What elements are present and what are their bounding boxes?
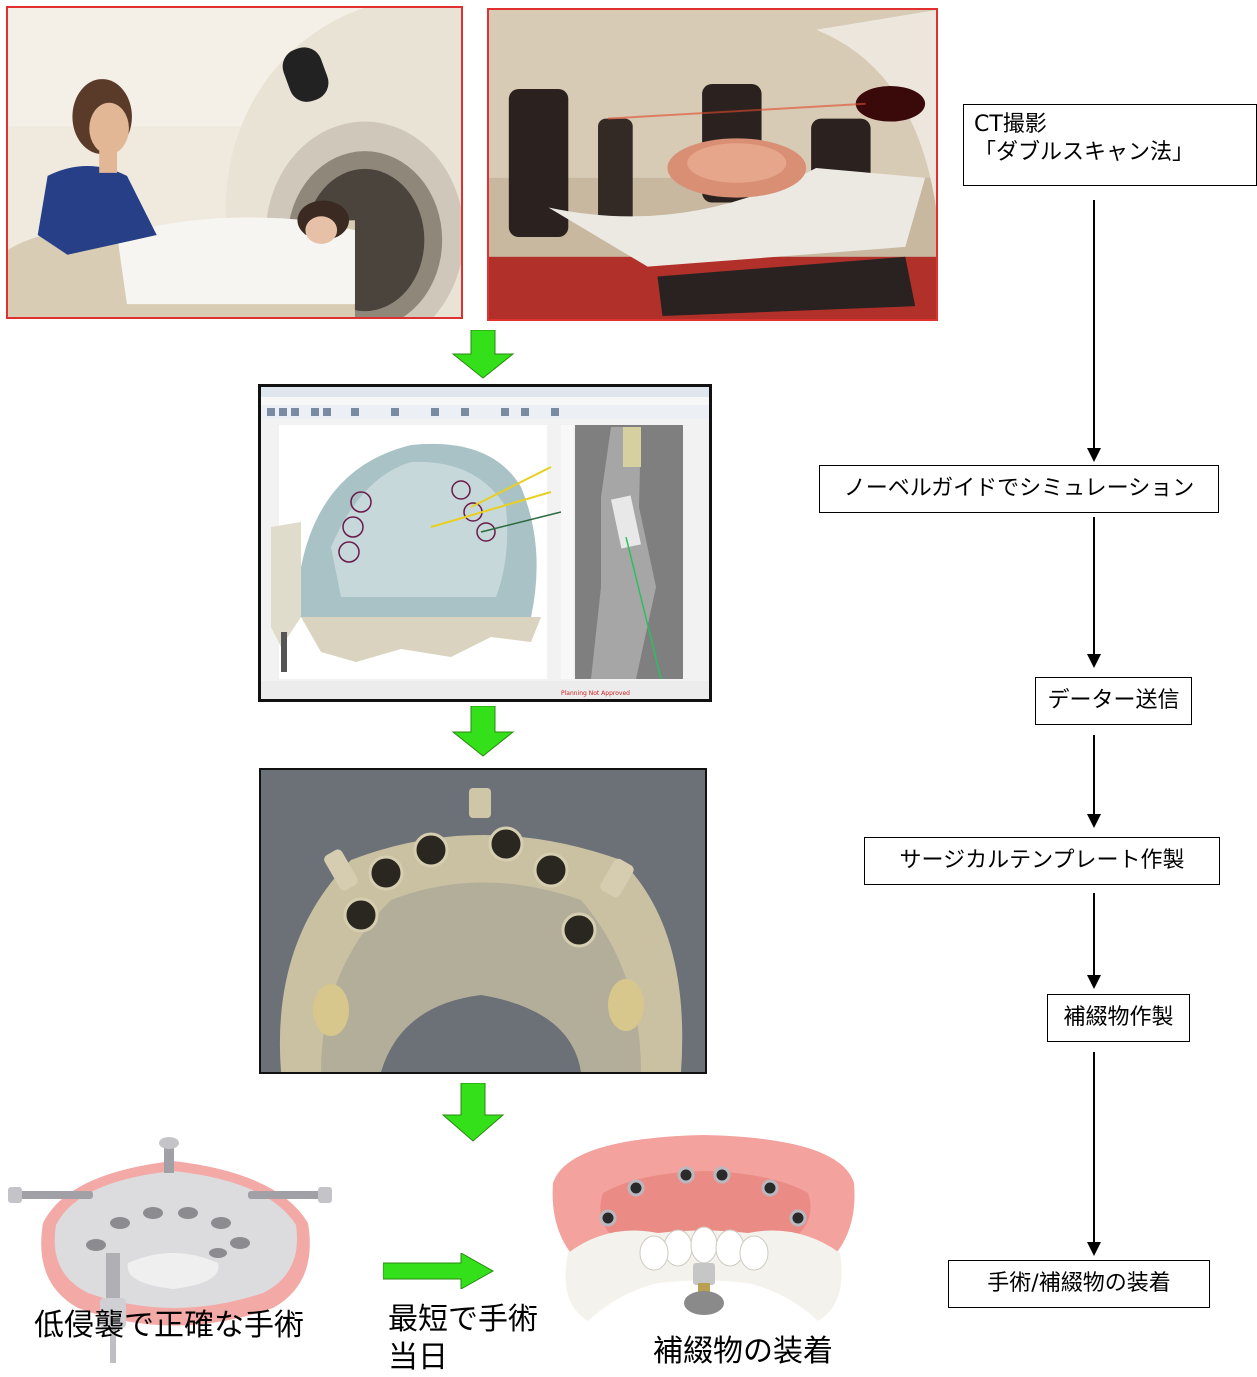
- flow-step-ct-scan-line2: 「ダブルスキャン法」: [974, 139, 1194, 167]
- green-arrow-down-3: [441, 1083, 505, 1143]
- prosthesis-illustration: [548, 1133, 860, 1325]
- svg-text:Planning Not Approved: Planning Not Approved: [561, 690, 630, 697]
- flow-arrowhead-1: [1087, 448, 1101, 462]
- green-arrow-down-2: [451, 706, 515, 758]
- surgical-template-photo: [259, 768, 707, 1074]
- flow-arrowhead-5: [1087, 1242, 1101, 1256]
- flow-connector-2: [1093, 517, 1095, 654]
- simulation-software-window: Planning Not Approved: [258, 384, 712, 702]
- ct-scanner-photo: [6, 6, 463, 319]
- flow-connector-5: [1093, 1052, 1095, 1242]
- flow-step-ct-scan: CT撮影 「ダブルスキャン法」: [963, 104, 1257, 186]
- caption-same-day-line1: 最短で手術: [388, 1301, 538, 1339]
- flow-arrowhead-4: [1087, 975, 1101, 989]
- flow-step-simulation: ノーベルガイドでシミュレーション: [819, 465, 1219, 513]
- flow-connector-1: [1093, 200, 1095, 448]
- flow-step-data-transfer: データー送信: [1035, 677, 1192, 725]
- caption-low-invasive-surgery: 低侵襲で正確な手術: [34, 1307, 304, 1345]
- flow-step-surgical-template: サージカルテンプレート作製: [864, 837, 1220, 885]
- flow-step-surgery-placement: 手術/補綴物の装着: [948, 1260, 1210, 1308]
- flow-connector-4: [1093, 893, 1095, 975]
- flow-arrowhead-2: [1087, 654, 1101, 668]
- scan-prosthesis-photo: [487, 8, 938, 321]
- caption-same-day-line2: 当日: [388, 1339, 448, 1377]
- green-arrow-down-1: [451, 330, 515, 380]
- flow-step-prosthesis-fabrication: 補綴物作製: [1047, 994, 1190, 1042]
- flow-connector-3: [1093, 735, 1095, 814]
- flow-step-ct-scan-line1: CT撮影: [974, 111, 1047, 139]
- flow-arrowhead-3: [1087, 814, 1101, 828]
- green-arrow-right: [383, 1253, 495, 1289]
- caption-prosthesis-placement: 補綴物の装着: [653, 1333, 833, 1371]
